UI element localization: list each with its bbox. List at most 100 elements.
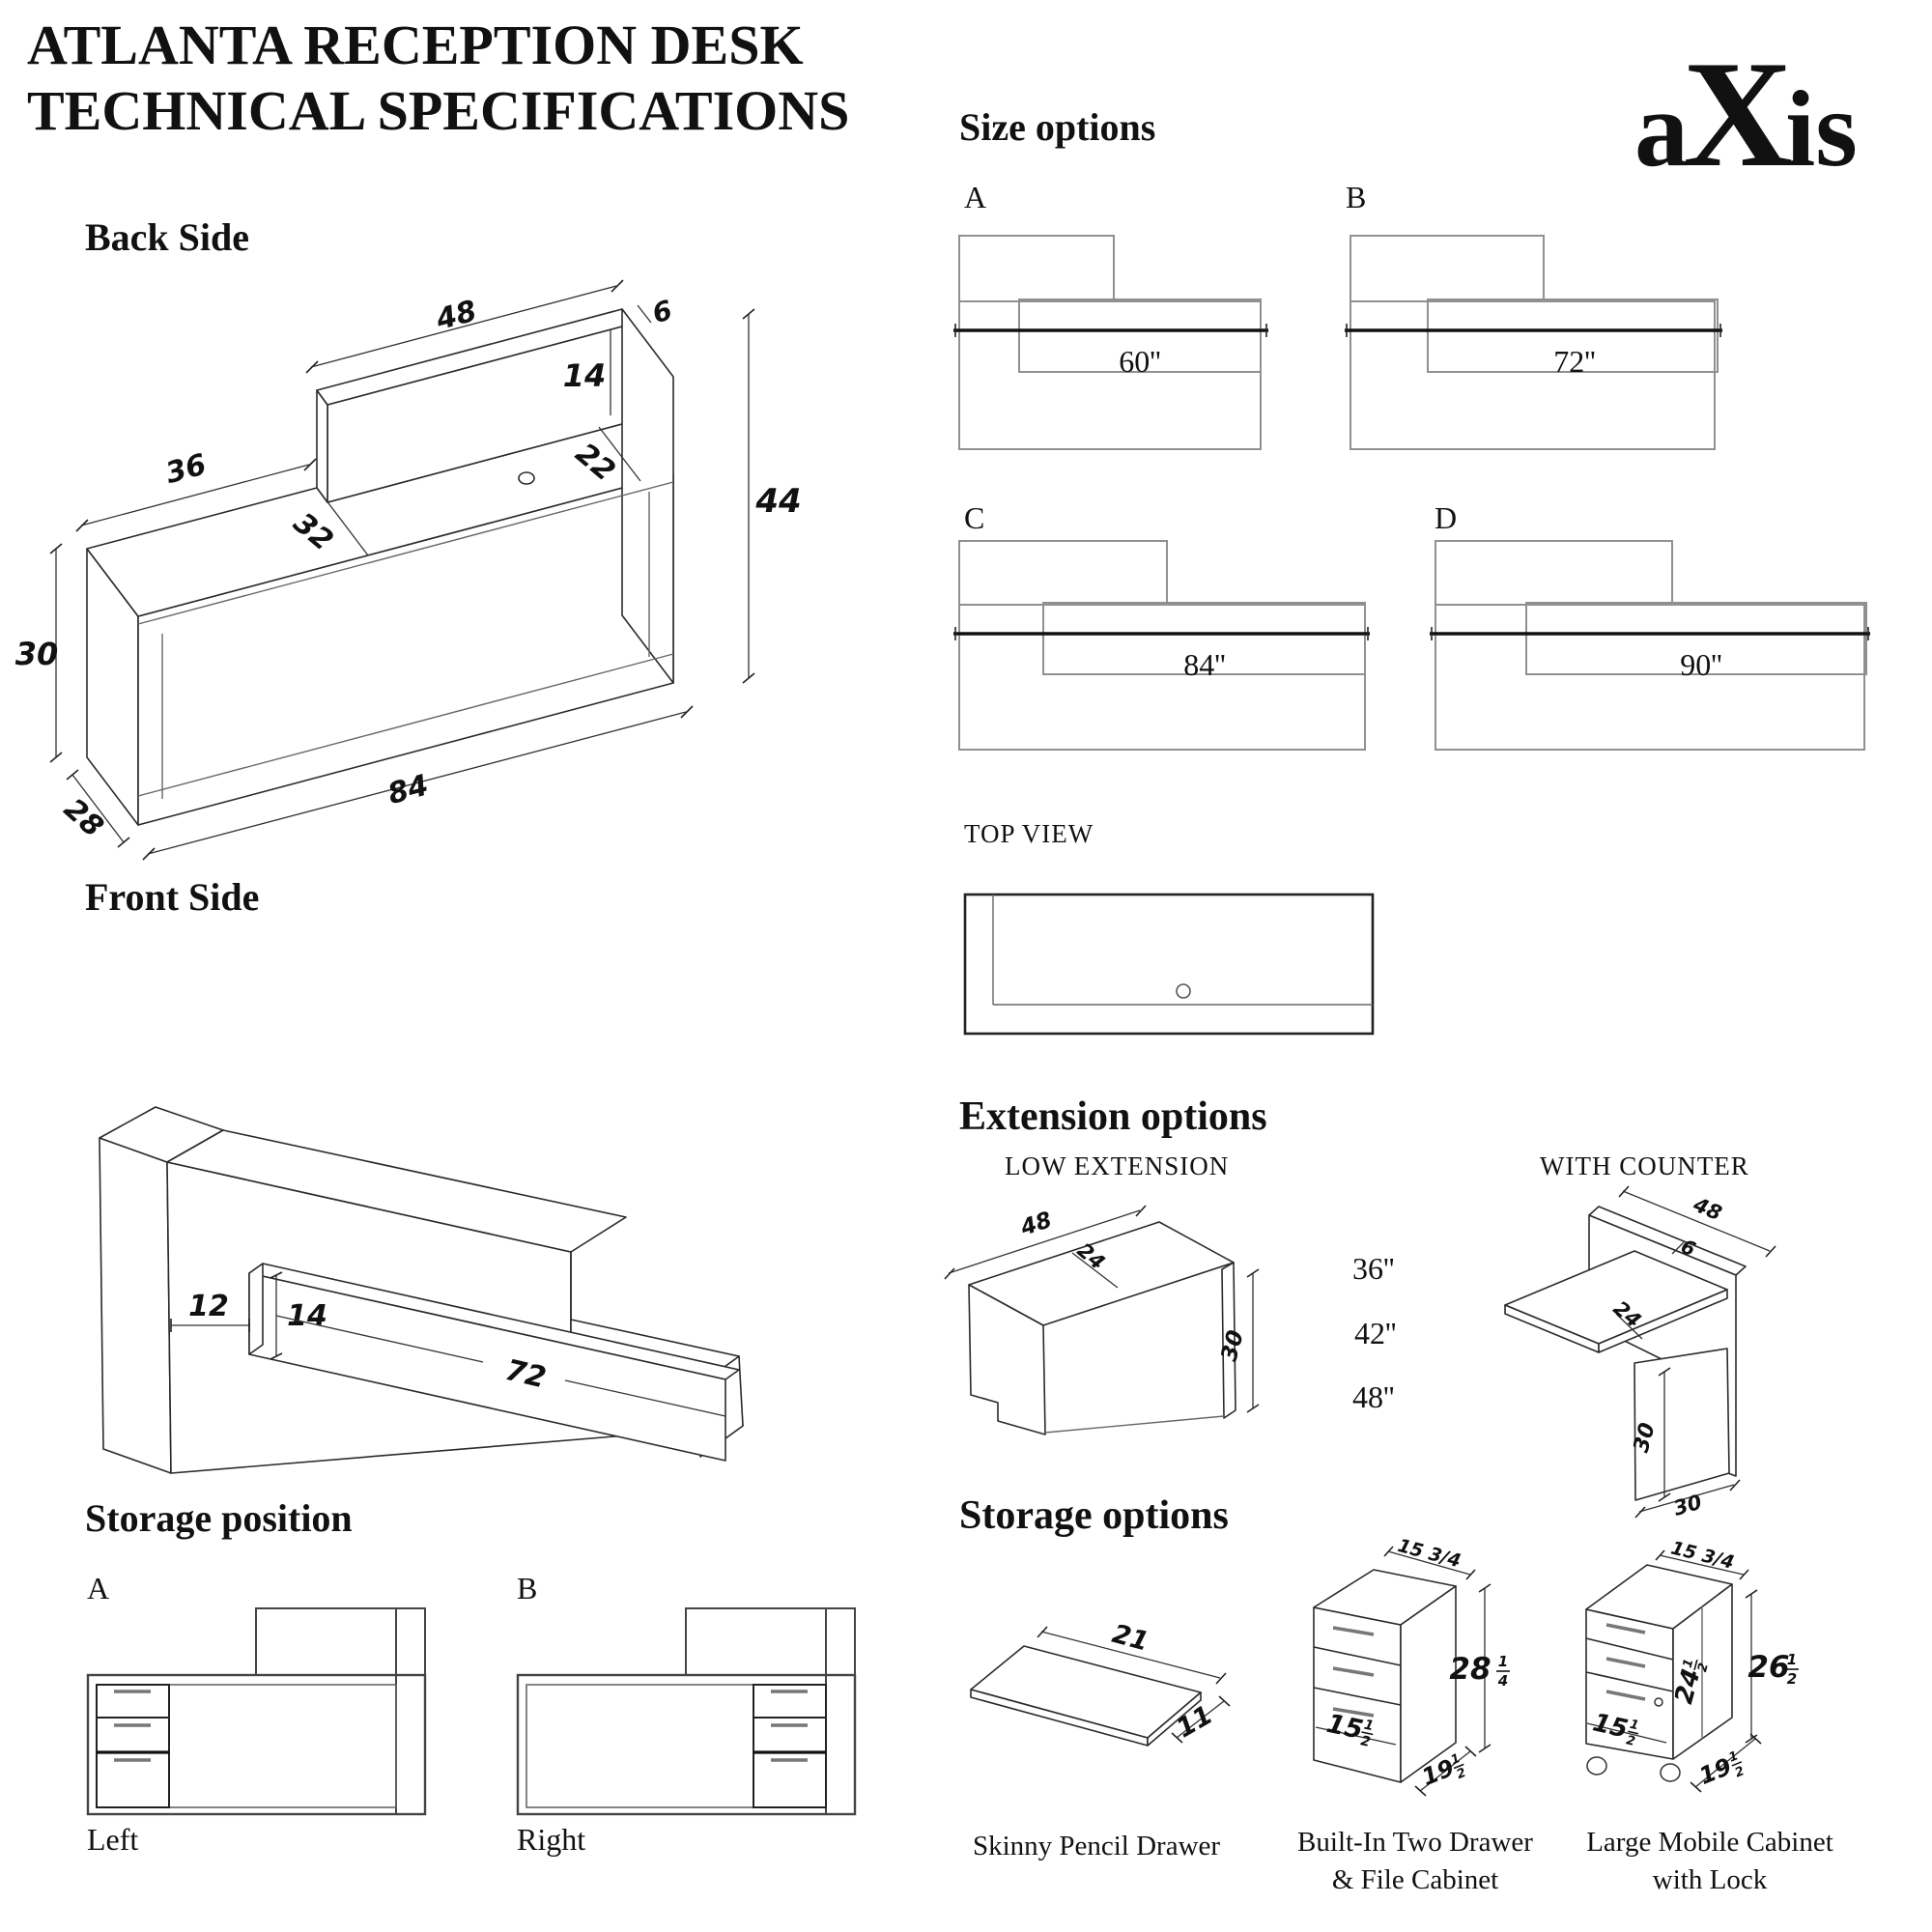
top-view-grommet	[1176, 983, 1191, 999]
ledge-left-cap	[248, 1263, 264, 1355]
storage-position-heading: Storage position	[85, 1496, 353, 1540]
builtin-w-den: 2	[1359, 1733, 1372, 1750]
storage-a-label: A	[87, 1571, 110, 1605]
dim-label-14: 14	[563, 357, 607, 394]
extension-options-heading: Extension options	[959, 1094, 1267, 1139]
lowext-right-panel	[1221, 1262, 1236, 1419]
page-title-line2: TECHNICAL SPECIFICATIONS	[27, 79, 850, 142]
size-c-value: 84''	[1183, 647, 1226, 682]
mobile-w-dim: 15 1 2	[1590, 1708, 1640, 1749]
storage-position-a-diagram	[86, 1607, 427, 1816]
page-title-line1: ATLANTA RECEPTION DESK	[27, 14, 804, 76]
dim-label-28: 28	[57, 792, 109, 844]
mobile-d-dim: 19 1 2	[1695, 1748, 1747, 1790]
builtin-w-whole: 15	[1324, 1709, 1366, 1746]
pencil-dim-21: 21	[1109, 1619, 1151, 1658]
front-counter-top	[166, 1129, 627, 1253]
dim-label-36: 36	[162, 448, 210, 492]
dim-label-84: 84	[384, 769, 432, 812]
logo-letter-a: a	[1634, 70, 1689, 189]
storage-b-label: B	[517, 1571, 538, 1605]
back-right-panel	[621, 308, 674, 684]
grommet-hole	[518, 471, 535, 485]
lowext-dim-30: 30	[1217, 1327, 1249, 1364]
logo-letter-x: X	[1683, 30, 1793, 199]
builtin-h-whole: 28	[1449, 1652, 1491, 1687]
wc-support-panel	[1634, 1348, 1730, 1501]
builtin-front-face	[1313, 1606, 1402, 1783]
size-option-a-label: A	[964, 180, 987, 214]
mobile-w-den: 2	[1625, 1733, 1636, 1749]
low-extension-drawing: 48 24 30	[944, 1205, 1260, 1435]
riser-left-end	[316, 389, 328, 503]
mobile-h-whole: 26	[1747, 1650, 1789, 1685]
front-left-panel-face	[99, 1137, 172, 1474]
mobile-caption-line2: with Lock	[1652, 1864, 1768, 1896]
lowext-bottom-line	[1044, 1415, 1225, 1434]
mobile-cabinet-caption: Large Mobile Cabinet with Lock	[1555, 1824, 1864, 1899]
storage-options-heading: Storage options	[959, 1493, 1229, 1538]
size-option-b-diagram: 72''	[1345, 235, 1722, 450]
dim-label-44: 44	[754, 482, 801, 521]
wc-counter-edge2	[1598, 1289, 1728, 1353]
front-side-heading: Front Side	[85, 875, 260, 919]
size-option-b-label: B	[1346, 180, 1367, 214]
builtin-cabinet-drawing: 15 3/4 28 1 4 15 1 2 19 1 2	[1313, 1535, 1510, 1797]
size-option-d-label: D	[1435, 500, 1458, 535]
ext-size-42: 42''	[1354, 1316, 1397, 1350]
size-d-value: 90''	[1680, 647, 1722, 682]
mobile-lock	[1654, 1697, 1663, 1707]
storage-b-caption: Right	[517, 1822, 586, 1857]
lowext-left-panel	[968, 1284, 1046, 1435]
builtin-d-den: 2	[1455, 1766, 1468, 1782]
logo-letters-is: is	[1785, 70, 1858, 189]
with-counter-label: WITH COUNTER	[1540, 1151, 1749, 1180]
builtin-w-dim: 15 1 2	[1324, 1709, 1376, 1750]
mobile-d-den: 2	[1733, 1764, 1747, 1780]
size-option-d-diagram: 90''	[1430, 540, 1870, 751]
mobile-dim-top: 15 3/4	[1669, 1537, 1737, 1573]
worktop-edge-line	[137, 481, 674, 625]
builtin-w-num: 1	[1363, 1718, 1376, 1735]
size-b-value: 72''	[1553, 344, 1596, 379]
mobile-caption-line1: Large Mobile Cabinet	[1586, 1827, 1833, 1858]
mobile-w-num: 1	[1629, 1718, 1640, 1734]
low-extension-label: LOW EXTENSION	[1005, 1151, 1230, 1180]
mobile-caster-right	[1660, 1763, 1681, 1782]
mobile-h-num: 1	[1787, 1651, 1797, 1668]
builtin-h-num: 1	[1498, 1653, 1508, 1670]
ext-size-36: 36''	[1352, 1251, 1395, 1286]
top-view-label: TOP VIEW	[964, 819, 1094, 848]
builtin-h-den: 4	[1497, 1672, 1508, 1690]
pencil-drawer-caption: Skinny Pencil Drawer	[972, 1831, 1221, 1861]
ext-size-48: 48''	[1352, 1379, 1395, 1414]
builtin-right-face	[1400, 1585, 1457, 1783]
dim-label-6: 6	[649, 294, 675, 329]
storage-position-b-diagram	[516, 1607, 857, 1816]
builtin-dim-top: 15 3/4	[1396, 1535, 1463, 1572]
lowext-dim-48: 48	[1017, 1208, 1055, 1241]
mobile-caster-left	[1586, 1756, 1607, 1776]
builtin-cabinet-caption: Built-In Two Drawer & File Cabinet	[1261, 1824, 1570, 1899]
bottom-band-line	[137, 653, 674, 797]
size-option-c-label: C	[964, 500, 985, 535]
size-option-a-diagram: 60''	[953, 235, 1268, 450]
back-side-drawing: 48 6 14 36 32 22 30 28 84 44	[15, 279, 802, 861]
dim-label-14-front: 14	[287, 1299, 327, 1333]
back-side-heading: Back Side	[85, 215, 250, 259]
mobile-inner-den: 2	[1695, 1662, 1712, 1674]
size-options-heading: Size options	[959, 105, 1156, 149]
with-counter-drawing: 48 6 24 30 30	[1504, 1185, 1776, 1520]
dim-label-48: 48	[432, 295, 480, 338]
storage-a-caption: Left	[87, 1822, 139, 1857]
mobile-cabinet-drawing: 15 3/4 26 1 2 24 1 2 15 1 2 19 1 2	[1585, 1537, 1799, 1793]
size-a-value: 60''	[1119, 344, 1161, 379]
dim-label-12: 12	[188, 1290, 229, 1323]
dim-label-30: 30	[15, 636, 59, 672]
size-option-c-diagram: 84''	[953, 540, 1370, 751]
mobile-h-den: 2	[1787, 1670, 1797, 1688]
pencil-drawer-drawing: 21 11	[970, 1619, 1231, 1747]
front-side-drawing: 12 14 72	[99, 1106, 744, 1474]
pencil-edge2	[1147, 1691, 1202, 1747]
